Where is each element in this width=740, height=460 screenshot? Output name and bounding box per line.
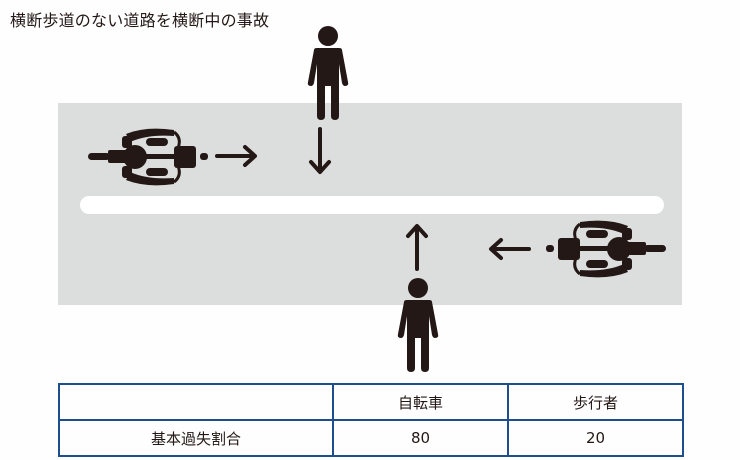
table-header-cell: 歩行者 xyxy=(507,383,684,421)
table-header-cell xyxy=(58,383,334,421)
bicycle-icon xyxy=(88,128,208,186)
table-header-row: 自転車 歩行者 xyxy=(58,383,684,421)
table-row: 基本過失割合 80 20 xyxy=(58,419,684,457)
fault-ratio-table: 自転車 歩行者 基本過失割合 80 20 xyxy=(58,383,684,457)
pedestrian-icon xyxy=(397,278,439,372)
table-cell: 20 xyxy=(507,419,684,457)
road-center-line xyxy=(80,196,664,214)
bicycle-icon xyxy=(546,220,666,278)
pedestrian-icon xyxy=(307,26,349,120)
table-header-cell: 自転車 xyxy=(332,383,509,421)
arrow-right-icon xyxy=(215,145,257,167)
table-cell: 80 xyxy=(332,419,509,457)
table-row-label: 基本過失割合 xyxy=(58,419,334,457)
diagram-title: 横断歩道のない道路を横断中の事故 xyxy=(10,11,270,30)
arrow-down-icon xyxy=(309,127,331,174)
arrow-left-icon xyxy=(489,238,531,260)
arrow-up-icon xyxy=(406,224,428,271)
